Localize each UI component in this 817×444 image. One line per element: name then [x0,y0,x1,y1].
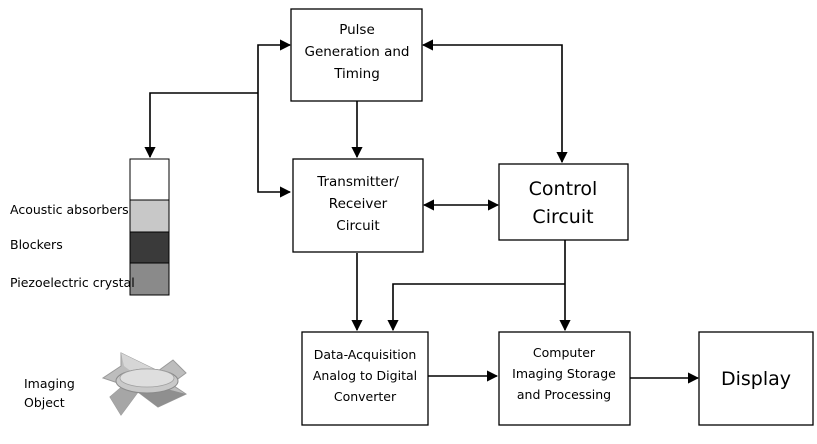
transducer-top-layer [129,158,170,201]
control-line-1: Control [529,178,598,200]
imaging-object: Imaging Object [24,352,188,416]
control-circuit-block: Control Circuit [498,163,629,241]
acoustic-absorbers-label: Acoustic absorbers [10,202,129,217]
computer-block: Computer Imaging Storage and Processing [498,331,631,426]
transceiver-line-2: Receiver [329,196,388,212]
piezoelectric-label: Piezoelectric crystal [10,275,135,290]
arrow-left-bus [257,39,292,198]
computer-line-3: and Processing [517,387,611,402]
arrow-to-transducer [144,92,258,159]
pulse-line-2: Generation and [304,44,409,60]
computer-line-2: Imaging Storage [512,366,616,381]
transceiver-line-1: Transmitter/ [316,174,399,190]
piezoelectric-layer [129,262,170,296]
daq-line-1: Data-Acquisition [314,347,417,362]
pulse-generation-block: Pulse Generation and Timing [290,8,423,102]
blockers-layer [129,231,170,264]
connectors [144,39,700,384]
daq-line-3: Converter [334,389,397,404]
computer-line-1: Computer [533,345,596,360]
transducer-stack: Acoustic absorbers Blockers Piezoelectri… [10,158,170,296]
display-label: Display [721,368,791,390]
arrow-pulse-control [421,39,568,164]
transceiver-line-3: Circuit [336,218,379,234]
data-acquisition-block: Data-Acquisition Analog to Digital Conve… [301,331,429,426]
display-block: Display [698,331,814,426]
acoustic-absorbers-layer [129,199,170,233]
pulse-line-3: Timing [333,66,380,82]
transceiver-block: Transmitter/ Receiver Circuit [292,158,424,253]
pulse-line-1: Pulse [339,22,375,38]
daq-line-2: Analog to Digital [313,368,417,383]
imaging-object-line-2: Object [24,395,65,410]
arrow-control-daq [387,283,565,332]
blockers-label: Blockers [10,237,63,252]
imaging-object-line-1: Imaging [24,376,75,391]
control-line-2: Circuit [532,206,593,228]
imaging-object-shape [101,352,188,416]
